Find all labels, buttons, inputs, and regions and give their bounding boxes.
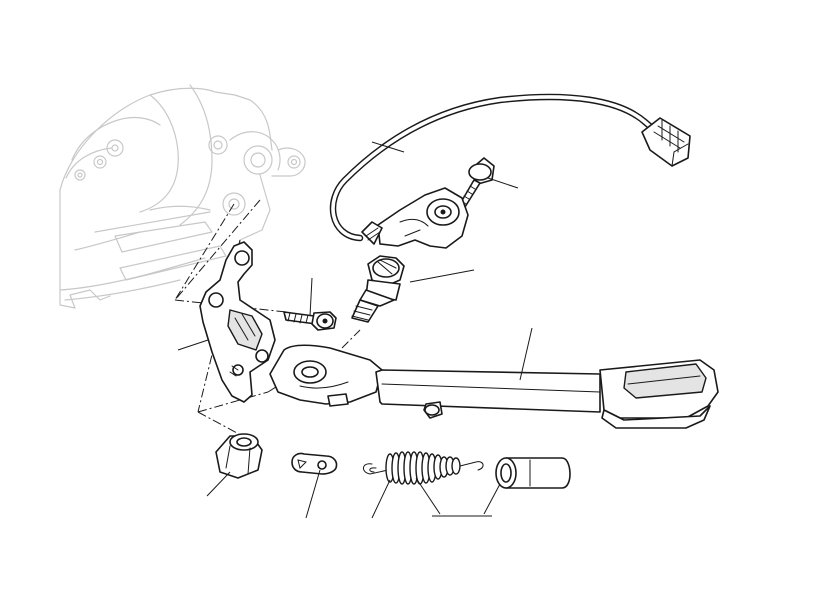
return-spring	[363, 451, 484, 485]
sidestand-switch-sensor	[361, 187, 469, 249]
sensor-cable-with-connector	[329, 93, 691, 242]
sensor-screw	[459, 157, 495, 208]
mounting-bracket	[199, 241, 276, 403]
leader-lines	[177, 141, 533, 519]
sidestand-leg	[269, 344, 719, 429]
engine-casing	[59, 84, 306, 309]
cable-connector	[641, 117, 691, 167]
bracket-screw	[283, 311, 337, 331]
pivot-bolt	[351, 255, 405, 323]
spacer-sleeve	[495, 457, 571, 489]
spring-plate	[291, 452, 338, 475]
nut	[215, 433, 263, 479]
